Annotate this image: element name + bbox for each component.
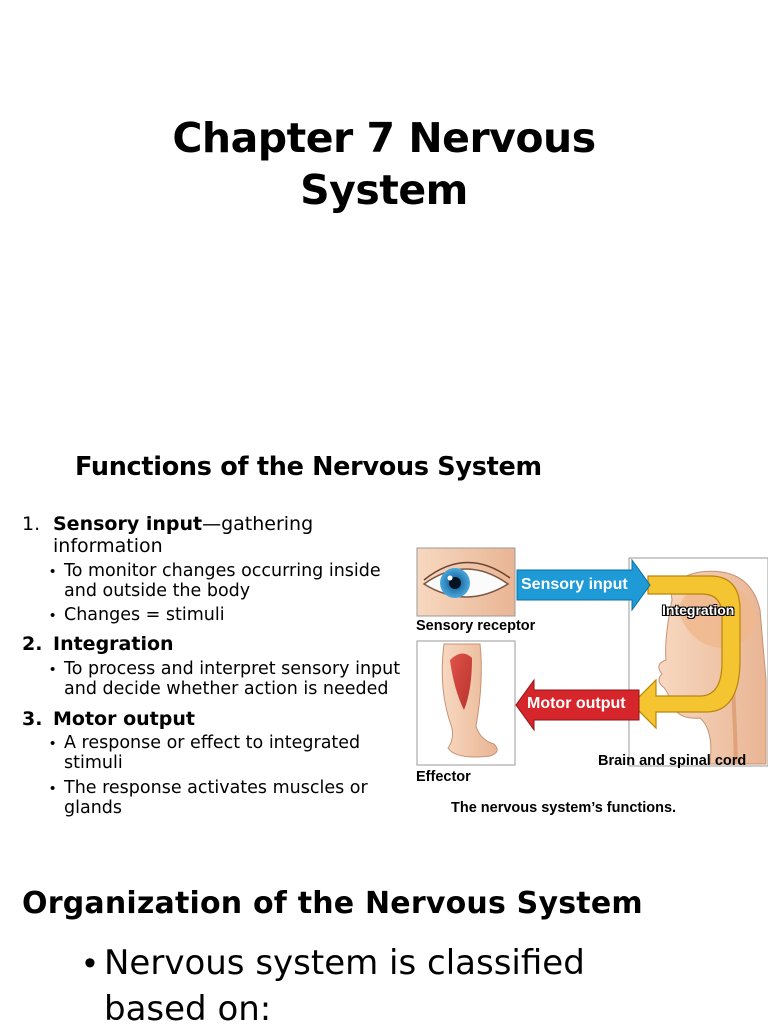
item-1-sub-1-line2: and outside the body: [64, 581, 251, 601]
item-1-title: Sensory input: [53, 513, 203, 535]
item-3-sub-2-line1: The response activates muscles or: [64, 778, 368, 798]
bullet-dot: •: [84, 944, 96, 982]
eye-image: [416, 547, 516, 617]
item-3-sub-2-line2: glands: [64, 798, 123, 818]
item-1-rest: —gathering: [202, 513, 314, 535]
nervous-system-functions-figure: Sensory input Integration Motor output S…: [410, 540, 768, 830]
item-1-number: 1.: [22, 513, 41, 535]
item-1-line2: information: [53, 535, 163, 557]
motor-output-arrow: [515, 678, 640, 732]
sensory-input-label: Sensory input: [521, 576, 628, 593]
bullet-dot: •: [50, 563, 56, 580]
sensory-input-arrow: [516, 558, 651, 612]
item-2-number: 2.: [22, 633, 43, 655]
item-1-sub-2-line1: Changes = stimuli: [64, 605, 225, 625]
item-1-sub-1-line1: To monitor changes occurring inside: [64, 561, 381, 581]
effector-label: Effector: [416, 769, 471, 785]
classification-bullet-line2: based on:: [104, 989, 272, 1029]
chapter-title-line-2: System: [300, 166, 468, 214]
bullet-dot: •: [50, 780, 56, 797]
functions-heading: Functions of the Nervous System: [75, 452, 542, 482]
item-3-sub-1-line1: A response or effect to integrated: [64, 733, 361, 753]
sensory-receptor-label: Sensory receptor: [416, 618, 536, 634]
item-2-sub-1-line2: and decide whether action is needed: [64, 679, 389, 699]
figure-caption: The nervous system’s functions.: [451, 800, 677, 816]
brain-spinal-cord-label: Brain and spinal cord: [598, 753, 747, 769]
bullet-dot: •: [50, 661, 56, 678]
organization-heading: Organization of the Nervous System: [22, 886, 643, 921]
leg-image: [416, 640, 516, 766]
motor-output-label: Motor output: [527, 695, 626, 712]
item-3-title: Motor output: [53, 708, 195, 730]
chapter-title-line-1: Chapter 7 Nervous: [172, 114, 596, 162]
item-2-sub-1-line1: To process and interpret sensory input: [64, 659, 401, 679]
item-3-sub-1-line2: stimuli: [64, 753, 123, 773]
item-2-title: Integration: [53, 633, 174, 655]
figure-illustration: [416, 547, 768, 767]
item-1-line1: Sensory input—gathering: [53, 514, 313, 535]
integration-label: Integration: [662, 602, 735, 618]
bullet-dot: •: [50, 607, 56, 624]
bullet-dot: •: [50, 735, 56, 752]
item-3-number: 3.: [22, 708, 43, 730]
classification-bullet-line1: Nervous system is classified: [104, 943, 585, 983]
